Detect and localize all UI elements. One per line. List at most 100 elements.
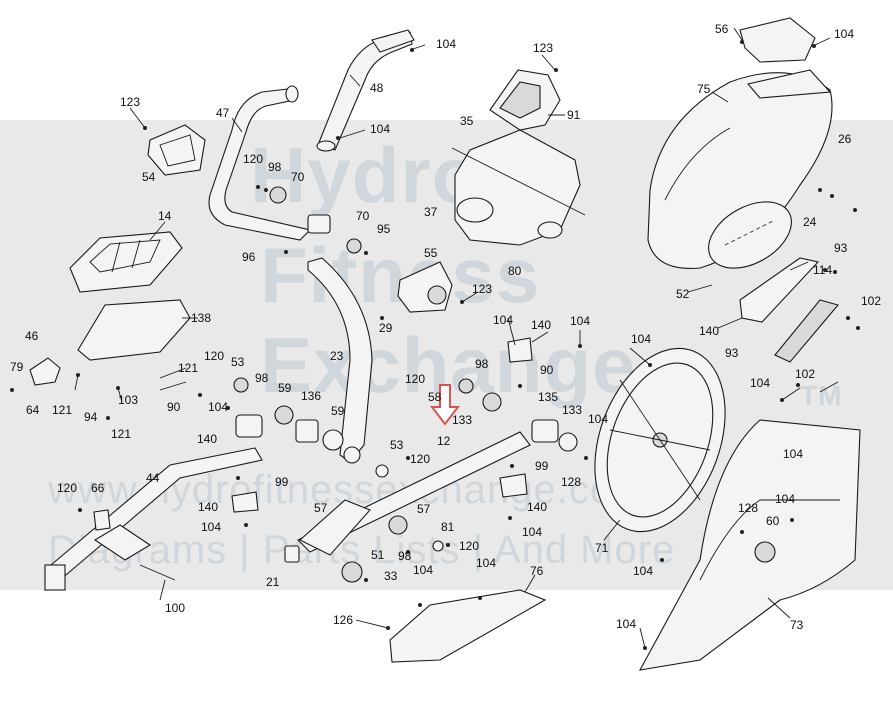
label-71: 71 (595, 541, 609, 555)
label-138: 138 (191, 311, 211, 325)
label-53-a: 53 (231, 355, 245, 369)
part-bolt-100 (139, 564, 176, 581)
label-137-c: 140 (198, 500, 218, 514)
part-handlebar-48 (316, 29, 415, 152)
part-labels: 104 48 123 91 56 104 75 47 123 104 35 54… (10, 22, 881, 632)
label-90-b: 90 (167, 400, 181, 414)
part-plate-138 (77, 299, 191, 361)
part-shroud-75 (647, 17, 833, 269)
label-23-a: 102 (861, 294, 881, 308)
label-137-b: 140 (197, 432, 217, 446)
label-120-d: 120 (410, 452, 430, 466)
label-120-f: 120 (459, 539, 479, 553)
label-99-a: 99 (535, 459, 549, 473)
label-55: 55 (424, 246, 438, 260)
label-96: 96 (242, 250, 256, 264)
label-56: 56 (715, 22, 729, 36)
label-37: 37 (424, 205, 438, 219)
label-59-b: 59 (331, 404, 345, 418)
label-104-a: 104 (436, 37, 456, 51)
watermark-line-1: Hydro (250, 131, 481, 219)
label-90-a: 90 (540, 363, 554, 377)
label-26: 26 (838, 132, 852, 146)
label-120-e: 120 (57, 481, 77, 495)
label-21: 21 (266, 575, 280, 589)
label-44: 44 (146, 471, 160, 485)
part-pedal-arm-44 (44, 447, 263, 591)
label-100: 100 (165, 601, 185, 615)
label-104-f: 104 (631, 332, 651, 346)
label-137-d: 140 (527, 500, 547, 514)
label-94: 94 (84, 410, 98, 424)
label-103: 103 (118, 393, 138, 407)
label-46: 23 (330, 349, 344, 363)
part-console-91 (489, 69, 561, 131)
label-121-b: 121 (52, 403, 72, 417)
highlight-arrow (429, 384, 461, 426)
label-24: 24 (803, 215, 817, 229)
label-79: 79 (10, 360, 24, 374)
label-95: 95 (377, 222, 391, 236)
label-126: 126 (333, 613, 353, 627)
label-120-c: 120 (405, 372, 425, 386)
label-54: 54 (142, 170, 156, 184)
label-104-k: 104 (775, 492, 795, 506)
label-98-d: 98 (398, 549, 412, 563)
part-vent-140 (739, 257, 839, 363)
label-93-b: 93 (725, 346, 739, 360)
part-disk-71 (594, 347, 726, 533)
label-120-a: 120 (243, 152, 263, 166)
label-98-b: 98 (475, 357, 489, 371)
label-93-a: 93 (834, 241, 848, 255)
watermark-tm: TM (800, 380, 843, 411)
label-133-a: 133 (562, 403, 582, 417)
label-81: 81 (441, 520, 455, 534)
label-14: 14 (158, 209, 172, 223)
label-104-l: 104 (201, 520, 221, 534)
label-104-e: 104 (570, 314, 590, 328)
label-123-a: 123 (533, 41, 553, 55)
label-104-o: 104 (476, 556, 496, 570)
label-104-b: 104 (834, 27, 854, 41)
label-133-b: 133 (452, 413, 472, 427)
label-66: 66 (91, 481, 105, 495)
label-128-b: 128 (738, 501, 758, 515)
label-104-g: 104 (750, 376, 770, 390)
part-crank-12 (297, 431, 531, 556)
label-52: 52 (676, 287, 690, 301)
part-pivot-55 (397, 261, 453, 313)
label-58: 58 (428, 390, 442, 404)
watermark-line-2: Fitness (260, 231, 541, 319)
label-80: 80 (508, 264, 522, 278)
label-98-a: 98 (268, 160, 282, 174)
label-123-b: 123 (120, 95, 140, 109)
label-137-a: 140 (531, 318, 551, 332)
label-104-c: 104 (370, 122, 390, 136)
label-48: 48 (370, 81, 384, 95)
watermark-tagline: Diagrams | Parts Lists | And More (48, 528, 676, 572)
part-bracket-54 (147, 124, 206, 176)
label-104-i: 104 (588, 412, 608, 426)
label-57-b: 57 (417, 502, 431, 516)
label-121-a: 121 (178, 361, 198, 375)
label-99-b: 99 (275, 475, 289, 489)
label-135: 135 (538, 390, 558, 404)
label-98-c: 98 (255, 371, 269, 385)
label-102: 29 (379, 321, 393, 335)
label-76: 76 (530, 564, 544, 578)
label-120-b: 120 (204, 349, 224, 363)
label-75: 75 (697, 82, 711, 96)
part-arm-46 (307, 257, 373, 464)
label-136: 136 (301, 389, 321, 403)
screws (10, 40, 860, 650)
label-70-b: 70 (356, 209, 370, 223)
part-rollers (233, 186, 578, 583)
label-57-a: 57 (314, 501, 328, 515)
part-console-80 (451, 129, 586, 246)
part-brackets-137 (93, 337, 533, 531)
label-60: 60 (766, 514, 780, 528)
label-114: 114 (813, 263, 832, 277)
label-23-b: 102 (795, 367, 815, 381)
label-91: 91 (567, 108, 581, 122)
